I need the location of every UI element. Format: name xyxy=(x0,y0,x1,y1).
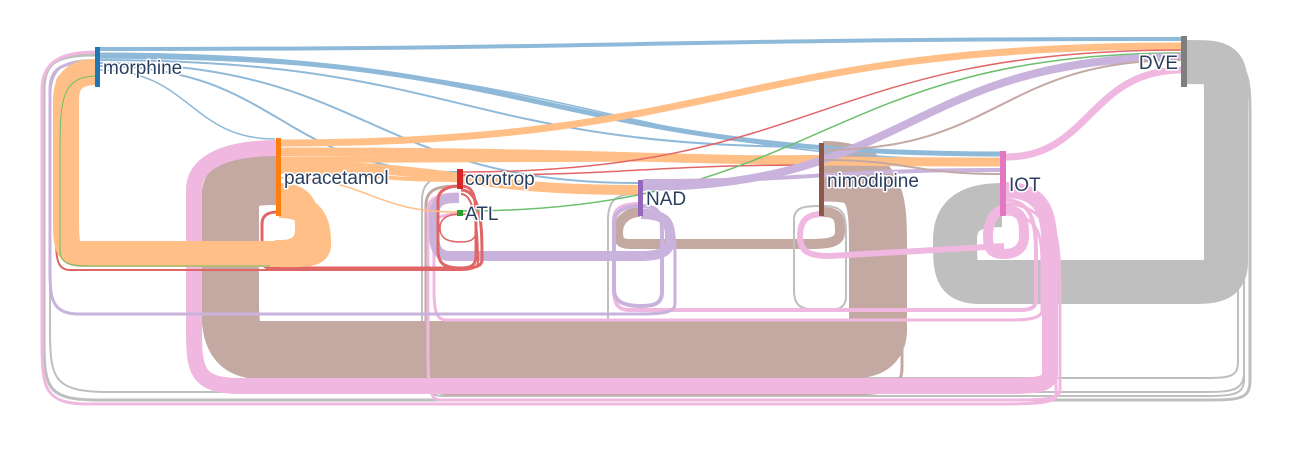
node-bar-NAD[interactable] xyxy=(638,180,643,216)
node-bar-DVE[interactable] xyxy=(1181,36,1187,87)
link-corotrop-paracetamol xyxy=(260,188,484,270)
loop-links xyxy=(40,40,1252,406)
link-corotrop-nimodipine xyxy=(462,164,821,176)
link-morphine-DVE xyxy=(98,37,1183,51)
link-paracetamol-ATL xyxy=(280,177,458,213)
node-label-paracetamol: paracetamol xyxy=(284,168,389,189)
node-label-IOT: IOT xyxy=(1009,175,1041,196)
node-bar-paracetamol[interactable] xyxy=(276,138,281,216)
link-DVE-corotrop-loop xyxy=(421,75,1245,397)
link-DVE-DVE xyxy=(932,40,1248,304)
link-NAD-NAD xyxy=(612,204,664,309)
link-morphine-IOT xyxy=(98,52,1003,157)
link-paracetamol-DVE xyxy=(280,42,1183,147)
link-paracetamol-morphine xyxy=(53,59,332,268)
link-nimodipine-paracetamol xyxy=(201,141,907,379)
link-IOT-paracetamol xyxy=(186,140,1058,394)
node-label-morphine: morphine xyxy=(103,58,182,79)
node-bar-ATL[interactable] xyxy=(457,210,463,216)
link-IOT-IOT xyxy=(982,205,1030,260)
link-ATL-DVE xyxy=(462,52,1183,212)
link-IOT-nimodipine xyxy=(796,211,1005,260)
node-label-corotrop: corotrop xyxy=(465,169,535,190)
link-ATL-ATL xyxy=(439,213,477,243)
node-label-DVE: DVE xyxy=(1139,53,1178,74)
link-NAD-morphine xyxy=(48,60,677,316)
node-bar-IOT[interactable] xyxy=(1000,151,1006,216)
link-IOT-DVE xyxy=(1005,66,1183,161)
link-nimodipine-NAD xyxy=(612,207,846,249)
node-bar-corotrop[interactable] xyxy=(457,169,463,189)
link-morphine-NAD xyxy=(98,62,639,184)
link-nimodipine-DVE xyxy=(823,59,1183,151)
node-bar-nimodipine[interactable] xyxy=(819,143,824,216)
link-nimodipine-IOT xyxy=(823,159,1003,175)
node-label-ATL: ATL xyxy=(465,204,498,225)
node-label-nimodipine: nimodipine xyxy=(827,171,919,192)
link-morphine-morphine xyxy=(59,75,270,267)
node-label-NAD: NAD xyxy=(646,189,686,210)
link-paracetamol-corotrop xyxy=(280,170,458,182)
link-corotrop-DVE xyxy=(462,49,1183,173)
link-IOT-corotrop xyxy=(426,192,1062,402)
link-NAD-corotrop xyxy=(429,193,676,261)
link-morphine-nimodipine xyxy=(98,59,821,148)
link-IOT-morphine xyxy=(40,50,1058,406)
node-bar-morphine[interactable] xyxy=(95,47,100,87)
node-labels: morphine paracetamol corotrop ATL NAD ni… xyxy=(102,52,1180,227)
link-paracetamol-nimodipine xyxy=(280,155,821,163)
link-morphine-paracetamol xyxy=(98,69,276,140)
forward-links xyxy=(98,37,1183,213)
nodes xyxy=(95,36,1187,216)
